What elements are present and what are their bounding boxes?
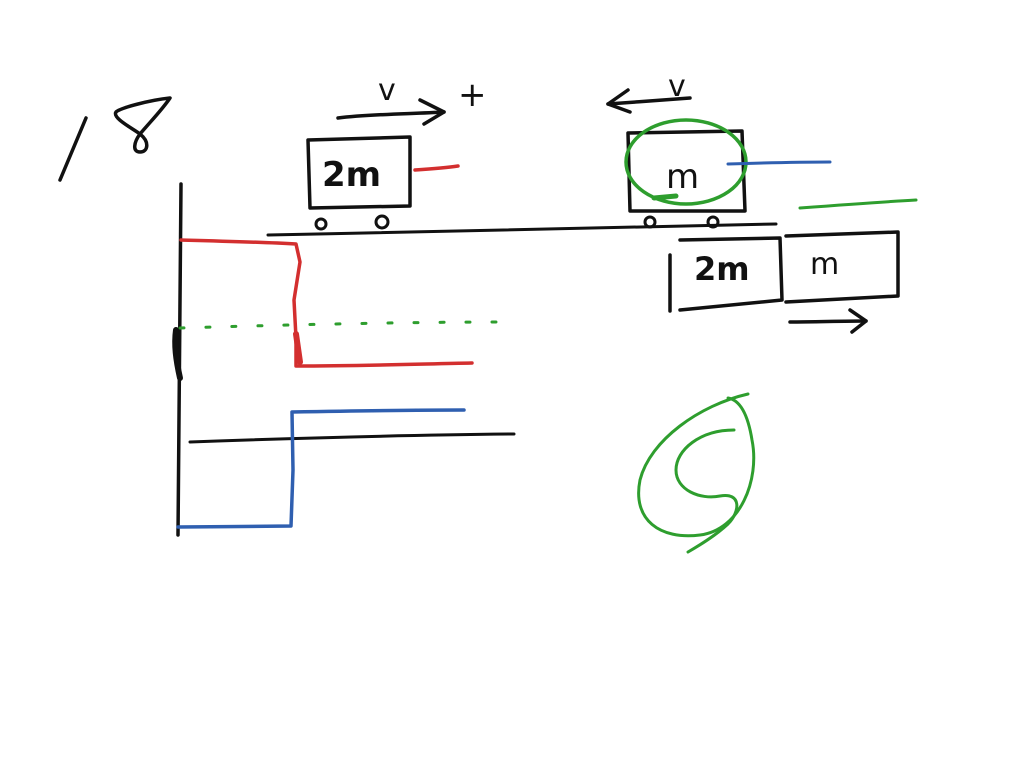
- cart-left-red-marker: [413, 164, 460, 172]
- problem-number-group: 18: [58, 96, 172, 182]
- cart-left-wheel-1: [314, 217, 328, 231]
- answer-letter-group: C: [637, 392, 756, 554]
- graph-vertical-axis: [176, 182, 183, 537]
- track-line: [266, 222, 778, 237]
- answer-outline-stroke: [637, 392, 756, 538]
- answer-letter-stroke: [674, 428, 739, 554]
- cart-right: m v: [606, 69, 832, 229]
- cart-right-wheel-1: [643, 215, 657, 229]
- graph-red-step-line: [179, 238, 474, 368]
- graph-blue-step-line: [176, 408, 466, 529]
- combined-left-label: 2m: [694, 250, 750, 288]
- cart-left-mass-label: 2m: [322, 155, 381, 195]
- combined-velocity-arrowhead: [848, 308, 868, 334]
- cart-right-body: [626, 129, 747, 213]
- answer-letter-text: C: [690, 499, 691, 501]
- cart-right-velocity-label: v: [668, 69, 686, 104]
- cart-right-wheel-2: [706, 215, 720, 229]
- cart-right-mass-label: m: [666, 157, 699, 197]
- cart-left-velocity-arrow-shaft: [336, 110, 446, 120]
- cart-left-velocity-label: v: [378, 73, 396, 108]
- graph: [172, 182, 516, 537]
- cart-left-wheel-2: [374, 214, 390, 230]
- graph-red-step-thick: [293, 331, 303, 365]
- combined-velocity-arrow-shaft: [788, 319, 868, 324]
- graph-time-axis: [188, 432, 516, 444]
- graph-axis-thick-mark: [172, 327, 183, 381]
- combined-block-right: [784, 230, 900, 304]
- cart-left-velocity-arrowhead: [418, 98, 446, 126]
- cart-right-blue-marker: [726, 160, 832, 166]
- positive-direction-sign: +: [458, 75, 487, 115]
- cart-left: 2m v +: [306, 73, 487, 231]
- cart-right-velocity-arrow-shaft: [606, 96, 692, 106]
- cart-left-body: [306, 135, 412, 210]
- digit-one-stroke: [58, 116, 88, 182]
- cart-right-green-mark: [651, 193, 679, 201]
- combined-blocks: 2m m: [668, 230, 900, 334]
- combined-block-left: [678, 236, 784, 312]
- digit-eight-stroke: [113, 96, 172, 154]
- combined-right-label: m: [810, 247, 839, 282]
- cart-right-velocity-arrowhead: [606, 88, 632, 114]
- graph-green-dotted-line: [178, 320, 502, 330]
- combined-green-marker: [798, 198, 918, 210]
